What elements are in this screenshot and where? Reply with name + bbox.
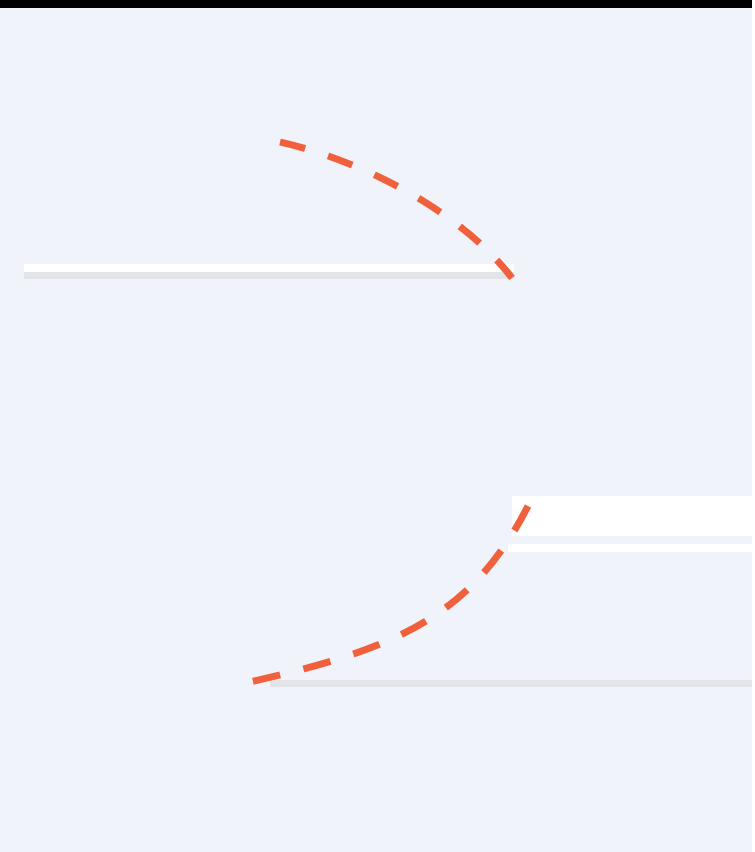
panel-top-edge-left (24, 264, 514, 272)
dashed-connector-lower (249, 504, 532, 686)
window-title-bar (0, 0, 755, 8)
panel-shadow-left (24, 272, 514, 279)
panel-edge-right (508, 544, 752, 552)
window-right-edge (752, 0, 755, 852)
panel-block-right (512, 496, 752, 536)
panel-shadow-lower (270, 680, 752, 687)
dashed-connector-upper (279, 138, 515, 281)
